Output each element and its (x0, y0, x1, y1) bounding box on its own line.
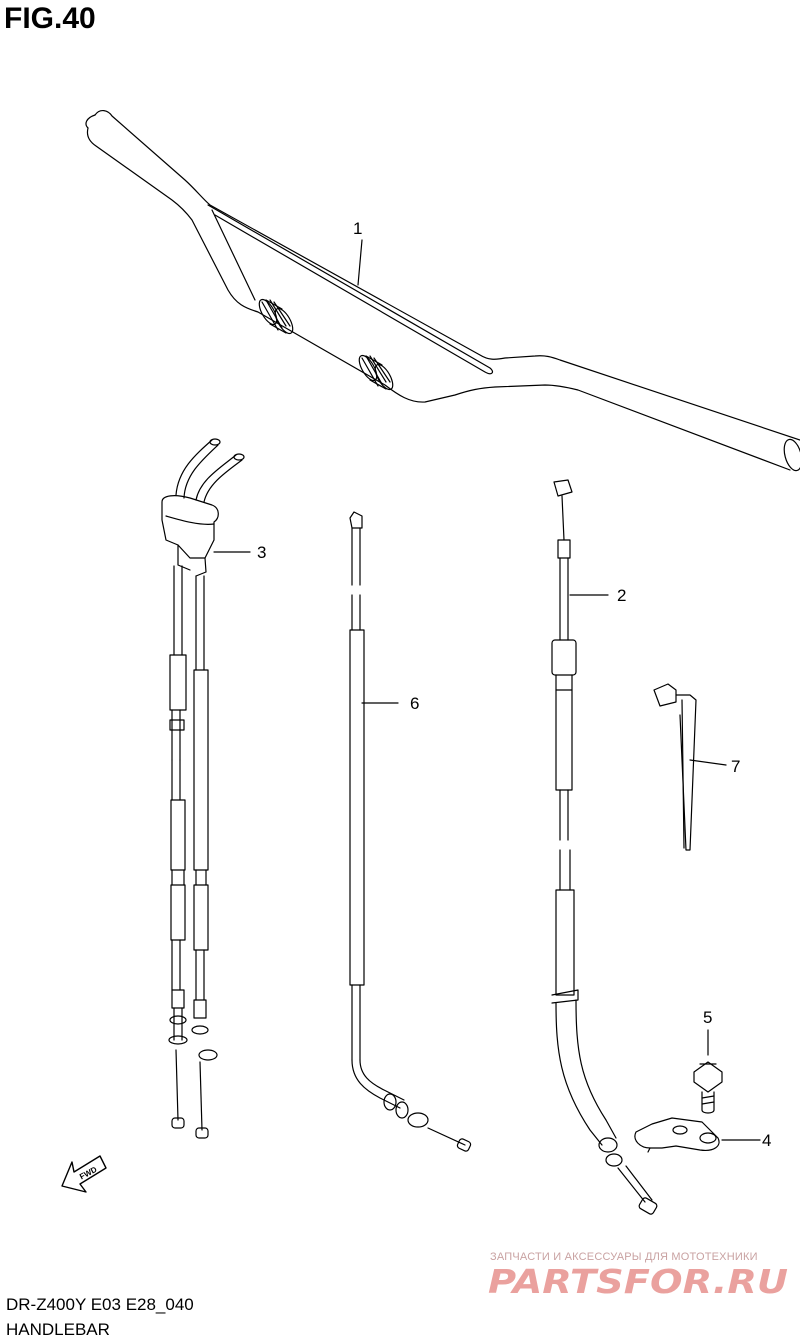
clutch-cable-part[interactable] (551, 479, 658, 1215)
watermark-tagline: ЗАПЧАСТИ И АКСЕССУАРЫ ДЛЯ МОТОТЕХНИКИ (490, 1251, 758, 1263)
callout-6: 6 (410, 694, 419, 713)
knurl-left (258, 298, 294, 335)
section-name: HANDLEBAR (6, 1320, 110, 1339)
handlebar-part[interactable] (85, 110, 800, 473)
bracket-part[interactable] (634, 1117, 761, 1153)
bolt-part[interactable] (693, 1029, 723, 1114)
figure-title: FIG.40 (4, 2, 96, 35)
hot-start-cable-part[interactable] (349, 511, 472, 1152)
fwd-arrow-icon (61, 1155, 107, 1193)
knurl-right (358, 354, 394, 391)
watermark-logo-text: PARTSFOR.RU (488, 1264, 788, 1298)
callout-7: 7 (731, 757, 740, 776)
callout-5: 5 (703, 1008, 712, 1027)
callout-1: 1 (353, 219, 362, 238)
throttle-cable-set-part[interactable] (161, 438, 251, 1139)
watermark-logo: PARTSFOR.RU (488, 1264, 788, 1298)
callout-2: 2 (617, 586, 626, 605)
model-code: DR-Z400Y E03 E28_040 (6, 1295, 194, 1314)
callout-3: 3 (257, 543, 266, 562)
tie-clamp-part[interactable] (653, 683, 727, 851)
callout-4: 4 (762, 1131, 771, 1150)
